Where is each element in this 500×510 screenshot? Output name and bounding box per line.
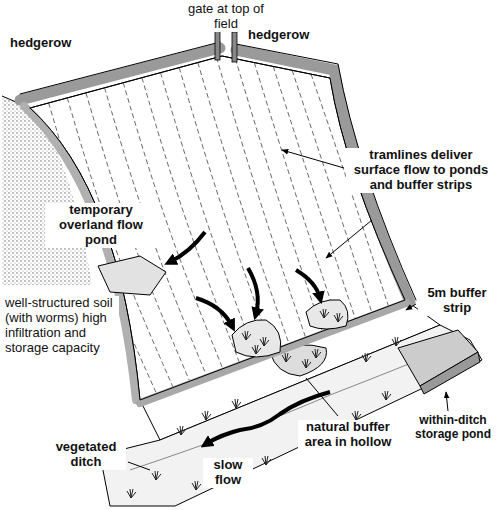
buffer-strip-label: 5m buffer strip: [418, 286, 496, 316]
hedgerow-part: [140, 303, 406, 403]
tramline: [216, 57, 305, 337]
soil-label: well-structured soil (with worms) high i…: [3, 296, 119, 356]
overland-flow-ponds-part: [98, 256, 166, 295]
leader-lines: [128, 150, 448, 470]
flow-arrows: [170, 232, 330, 444]
grass-tufts-part: [202, 411, 211, 420]
hedgerow-part: [20, 48, 220, 100]
ditch-storage-pond: [398, 330, 480, 394]
grass-tufts-part: [232, 399, 241, 408]
leader-lines-part: [446, 392, 448, 411]
ditch-label: vegetated ditch: [46, 440, 126, 470]
leader-lines-part: [306, 378, 338, 416]
flow-arrows-part: [248, 268, 258, 314]
gate-posts: [215, 30, 237, 62]
hedgerow-part: [24, 106, 136, 400]
grass-tufts-part: [362, 353, 371, 362]
grass-tufts-part: [152, 471, 161, 480]
grass-tufts-part: [192, 481, 201, 490]
flow-label: slow flow: [203, 458, 253, 488]
grass-tufts-part: [177, 426, 186, 435]
gate-posts-part: [215, 30, 220, 60]
grass-tufts-part: [282, 353, 291, 362]
pond-label: temporary overland flow pond: [45, 203, 157, 248]
ditch-storage-pond-part: [420, 352, 480, 394]
grass-tufts: [127, 309, 401, 498]
grass-tufts-part: [262, 456, 271, 465]
hedgerow-label: hedgerow: [246, 28, 326, 43]
grass-tufts-part: [252, 345, 261, 354]
flow-arrows-part: [296, 270, 320, 298]
overland-flow-ponds-part: [232, 320, 281, 357]
tramline: [161, 73, 256, 357]
ditch-pond-label: within-ditch storage pond: [408, 414, 498, 442]
grass-tufts-part: [312, 349, 321, 358]
grass-tufts-part: [382, 391, 391, 400]
hedgerow-label: hedgerow: [8, 36, 88, 51]
grass-tufts-part: [242, 331, 251, 340]
gate-posts-part: [232, 32, 237, 62]
tramline: [235, 59, 322, 332]
grass-tufts-part: [302, 359, 311, 368]
grass-tufts-part: [352, 411, 361, 420]
tramline: [198, 63, 289, 344]
leader-lines-part: [326, 220, 372, 258]
grass-tufts-part: [334, 313, 343, 322]
tramline-label: tramlines deliver surface flow to ponds …: [346, 148, 496, 193]
tramline: [254, 63, 338, 325]
grass-tufts-part: [127, 489, 136, 498]
leader-lines-part: [282, 150, 344, 168]
overland-flow-ponds-part: [306, 300, 348, 329]
flow-arrows-part: [196, 298, 232, 326]
overland-flow-ponds: [98, 256, 348, 357]
hollow-label: natural buffer area in hollow: [298, 420, 398, 450]
leader-lines-part: [128, 462, 150, 470]
tramline: [179, 68, 272, 350]
leader-lines-part: [406, 304, 416, 310]
flow-arrows-part: [170, 232, 205, 262]
grass-tufts-part: [392, 337, 401, 346]
grass-tufts-part: [260, 337, 269, 346]
grass-tufts-part: [320, 309, 329, 318]
